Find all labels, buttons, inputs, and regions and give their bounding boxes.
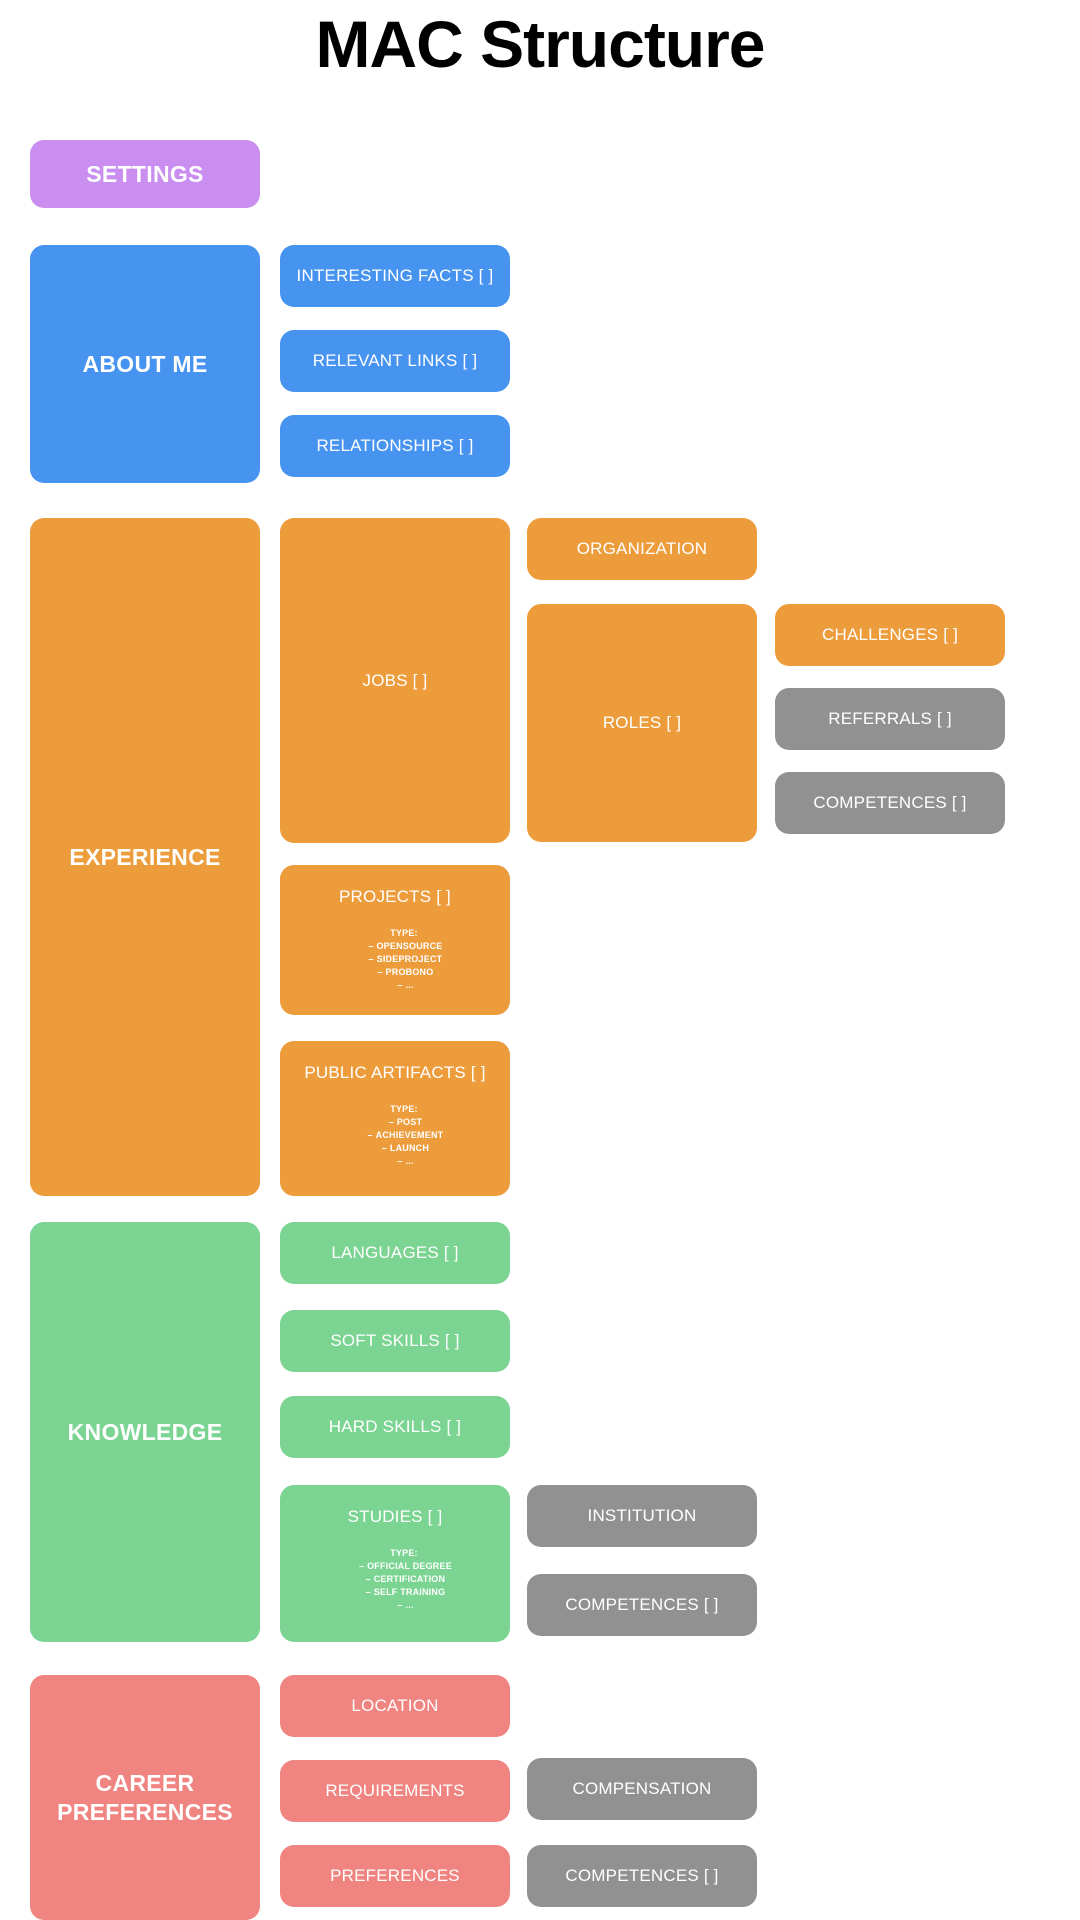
node-projects-type-list: –OPENSOURCE –SIDEPROJECT –PROBONO –... — [280, 940, 510, 992]
node-relationships-label: RELATIONSHIPS [ ] — [316, 436, 474, 455]
node-referrals-label: REFERRALS [ ] — [828, 709, 952, 728]
node-role-competences[interactable]: COMPETENCES [ ] — [775, 772, 1005, 834]
node-settings-label: SETTINGS — [86, 160, 204, 187]
node-studies-type-label: TYPE: — [390, 1548, 418, 1558]
node-relevant-links[interactable]: RELEVANT LINKS [ ] — [280, 330, 510, 392]
node-institution-label: INSTITUTION — [587, 1506, 697, 1525]
list-item: –PROBONO — [377, 967, 434, 978]
node-requirements[interactable]: REQUIREMENTS — [280, 1760, 510, 1822]
node-hard-skills[interactable]: HARD SKILLS [ ] — [280, 1396, 510, 1458]
node-public-artifacts[interactable]: PUBLIC ARTIFACTS [ ] TYPE: –POST –ACHIEV… — [280, 1041, 510, 1196]
node-settings[interactable]: SETTINGS — [30, 140, 260, 208]
node-compensation[interactable]: COMPENSATION — [527, 1758, 757, 1820]
list-item: –LAUNCH — [381, 1143, 430, 1154]
list-item: –POST — [388, 1117, 423, 1128]
node-challenges[interactable]: CHALLENGES [ ] — [775, 604, 1005, 666]
node-experience-label: EXPERIENCE — [69, 843, 221, 870]
list-item: –... — [397, 1600, 414, 1611]
node-knowledge[interactable]: KNOWLEDGE — [30, 1222, 260, 1642]
page-title: MAC Structure — [315, 7, 765, 81]
node-about-me[interactable]: ABOUT ME — [30, 245, 260, 483]
list-item: –OPENSOURCE — [368, 941, 443, 952]
node-projects-type-label: TYPE: — [390, 928, 418, 938]
node-languages-label: LANGUAGES [ ] — [331, 1243, 459, 1262]
node-organization-label: ORGANIZATION — [576, 539, 708, 558]
node-public-artifacts-type-label: TYPE: — [390, 1104, 418, 1114]
list-item: –ACHIEVEMENT — [367, 1130, 444, 1141]
node-about-me-label: ABOUT ME — [82, 350, 208, 377]
node-pref-competences-label: COMPETENCES [ ] — [565, 1866, 719, 1885]
node-career-preferences-label: CAREER PREFERENCES — [57, 1770, 233, 1825]
node-soft-skills-label: SOFT SKILLS [ ] — [330, 1331, 460, 1350]
node-studies-type-list: –OFFICIAL DEGREE –CERTIFICATION –SELF TR… — [280, 1560, 510, 1612]
node-preferences[interactable]: PREFERENCES — [280, 1845, 510, 1907]
node-jobs-label: JOBS [ ] — [362, 670, 428, 690]
node-roles-label: ROLES [ ] — [602, 713, 682, 732]
node-jobs[interactable]: JOBS [ ] — [280, 518, 510, 843]
list-item: –... — [397, 980, 414, 991]
node-challenges-label: CHALLENGES [ ] — [821, 625, 958, 644]
list-item: –SELF TRAINING — [365, 1587, 446, 1598]
node-preferences-label: PREFERENCES — [330, 1866, 460, 1885]
node-studies[interactable]: STUDIES [ ] TYPE: –OFFICIAL DEGREE –CERT… — [280, 1485, 510, 1642]
node-studies-label: STUDIES [ ] — [347, 1507, 443, 1526]
node-requirements-label: REQUIREMENTS — [325, 1781, 465, 1800]
node-hard-skills-label: HARD SKILLS [ ] — [328, 1417, 462, 1436]
node-organization[interactable]: ORGANIZATION — [527, 518, 757, 580]
list-item: –SIDEPROJECT — [368, 954, 443, 965]
node-referrals[interactable]: REFERRALS [ ] — [775, 688, 1005, 750]
node-roles[interactable]: ROLES [ ] — [527, 604, 757, 842]
node-career-preferences[interactable]: CAREER PREFERENCES — [30, 1675, 260, 1920]
node-location-label: LOCATION — [351, 1696, 439, 1715]
node-relevant-links-label: RELEVANT LINKS [ ] — [312, 351, 478, 370]
node-institution[interactable]: INSTITUTION — [527, 1485, 757, 1547]
node-study-competences[interactable]: COMPETENCES [ ] — [527, 1574, 757, 1636]
node-role-competences-label: COMPETENCES [ ] — [813, 793, 967, 812]
node-location[interactable]: LOCATION — [280, 1675, 510, 1737]
list-item: –OFFICIAL DEGREE — [358, 1561, 452, 1572]
node-relationships[interactable]: RELATIONSHIPS [ ] — [280, 415, 510, 477]
node-public-artifacts-label: PUBLIC ARTIFACTS [ ] — [304, 1063, 486, 1082]
node-interesting-facts[interactable]: INTERESTING FACTS [ ] — [280, 245, 510, 307]
node-public-artifacts-type-list: –POST –ACHIEVEMENT –LAUNCH –... — [280, 1116, 510, 1168]
node-soft-skills[interactable]: SOFT SKILLS [ ] — [280, 1310, 510, 1372]
node-interesting-facts-label: INTERESTING FACTS [ ] — [296, 266, 494, 285]
list-item: –CERTIFICATION — [365, 1574, 446, 1585]
node-languages[interactable]: LANGUAGES [ ] — [280, 1222, 510, 1284]
node-projects[interactable]: PROJECTS [ ] TYPE: –OPENSOURCE –SIDEPROJ… — [280, 865, 510, 1015]
node-compensation-label: COMPENSATION — [572, 1779, 712, 1798]
node-pref-competences[interactable]: COMPETENCES [ ] — [527, 1845, 757, 1907]
node-projects-label: PROJECTS [ ] — [339, 887, 451, 906]
node-experience[interactable]: EXPERIENCE — [30, 518, 260, 1196]
list-item: –... — [397, 1156, 414, 1167]
node-knowledge-label: KNOWLEDGE — [67, 1418, 223, 1445]
node-study-competences-label: COMPETENCES [ ] — [565, 1595, 719, 1614]
